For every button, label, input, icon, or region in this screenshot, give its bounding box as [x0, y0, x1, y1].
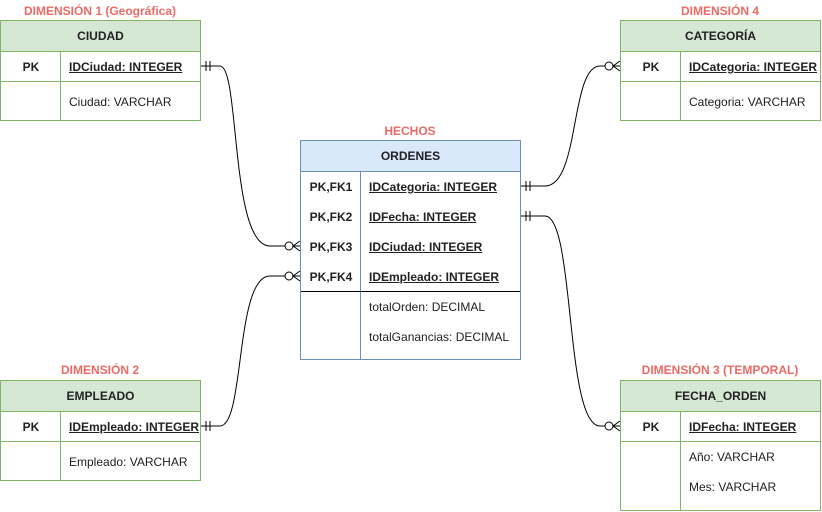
ciudad-attr-column — [1, 82, 61, 120]
ordenes-fecha-connector — [521, 215, 620, 427]
ordenes-empleado-many-mark — [292, 270, 301, 282]
empleado-ordenes-connector — [201, 275, 300, 427]
empleado-field: Empleado: VARCHAR — [69, 455, 188, 469]
fecha-zero-mark — [604, 421, 614, 431]
ciudad-pk-label: PK — [22, 60, 40, 74]
ordenes-key-label-2: PK,FK2 — [309, 210, 353, 224]
fecha-orden-key-section: PK IDFecha: INTEGER — [621, 412, 820, 442]
fecha-orden-table[interactable]: FECHA_ORDEN PK IDFecha: INTEGER Año: VAR… — [620, 380, 821, 511]
categoria-attr-section: Categoria: VARCHAR — [621, 82, 820, 120]
fecha-orden-table-header: FECHA_ORDEN — [621, 381, 820, 412]
categoria-zero-mark — [604, 61, 614, 71]
ciudad-field-row[interactable]: Ciudad: VARCHAR — [1, 87, 200, 117]
ordenes-key-field-3: IDCiudad: INTEGER — [369, 240, 483, 254]
fecha-orden-pk-label: PK — [642, 420, 660, 434]
ciudad-key-column — [1, 52, 61, 81]
ordenes-attr-section: totalOrden: DECIMAL totalGanancias: DECI… — [301, 292, 520, 359]
ordenes-key-label-4: PK,FK4 — [309, 270, 353, 284]
categoria-table[interactable]: CATEGORÍA PK IDCategoria: INTEGER Catego… — [620, 20, 821, 121]
ordenes-field-row-1[interactable]: totalOrden: DECIMAL — [301, 292, 520, 322]
ordenes-key-field-1: IDCategoria: INTEGER — [369, 180, 498, 194]
ordenes-key-section: PK,FK1 IDCategoria: INTEGER PK,FK2 IDFec… — [301, 172, 520, 292]
ciudad-table[interactable]: CIUDAD PK IDCiudad: INTEGER Ciudad: VARC… — [0, 20, 201, 121]
ordenes-fecha-relationship[interactable] — [521, 211, 621, 432]
categoria-pk-row[interactable]: PK IDCategoria: INTEGER — [621, 52, 820, 82]
ciudad-key-section: PK IDCiudad: INTEGER — [1, 52, 200, 82]
dimension-2-label: DIMENSIÓN 2 — [60, 363, 139, 377]
empleado-attr-section: Empleado: VARCHAR — [1, 442, 200, 480]
empleado-key-column — [1, 412, 61, 441]
ordenes-key-row-2[interactable]: PK,FK2 IDFecha: INTEGER — [301, 202, 520, 232]
empleado-pk-label: PK — [22, 420, 40, 434]
dimension-4-label: DIMENSIÓN 4 — [680, 4, 759, 18]
ciudad-ordenes-connector — [201, 65, 300, 247]
empleado-attr-column — [1, 442, 61, 480]
ciudad-pk-field: IDCiudad: INTEGER — [69, 60, 183, 74]
fecha-orden-key-column — [621, 412, 681, 441]
categoria-key-column — [621, 52, 681, 81]
ordenes-key-label-3: PK,FK3 — [309, 240, 353, 254]
fecha-many-mark — [612, 420, 621, 432]
ordenes-key-label-1: PK,FK1 — [309, 180, 353, 194]
ordenes-table-header: ORDENES — [301, 141, 520, 172]
empleado-pk-row[interactable]: PK IDEmpleado: INTEGER — [1, 412, 200, 442]
empleado-pk-field: IDEmpleado: INTEGER — [69, 420, 200, 434]
ciudad-attr-section: Ciudad: VARCHAR — [1, 82, 200, 120]
categoria-key-section: PK IDCategoria: INTEGER — [621, 52, 820, 82]
ordenes-key-field-4: IDEmpleado: INTEGER — [369, 270, 500, 284]
fecha-orden-attr-section: Año: VARCHAR Mes: VARCHAR — [621, 442, 820, 510]
dimension-3-label: DIMENSIÓN 3 (TEMPORAL) — [641, 363, 799, 377]
ordenes-key-row-4[interactable]: PK,FK4 IDEmpleado: INTEGER — [301, 262, 520, 292]
ordenes-key-row-1[interactable]: PK,FK1 IDCategoria: INTEGER — [301, 172, 520, 202]
ordenes-key-column — [301, 172, 361, 291]
ordenes-field-2: totalGanancias: DECIMAL — [369, 330, 510, 344]
fecha-orden-field-1: Año: VARCHAR — [689, 450, 775, 464]
ordenes-ciudad-zero-mark — [284, 241, 294, 251]
ordenes-field-row-2[interactable]: totalGanancias: DECIMAL — [301, 322, 520, 352]
facts-label: HECHOS — [384, 124, 436, 138]
categoria-attr-column — [621, 82, 681, 120]
empleado-key-section: PK IDEmpleado: INTEGER — [1, 412, 200, 442]
empleado-field-row[interactable]: Empleado: VARCHAR — [1, 447, 200, 477]
categoria-pk-field: IDCategoria: INTEGER — [689, 60, 818, 74]
ordenes-ciudad-many-mark — [292, 240, 301, 252]
fecha-orden-pk-row[interactable]: PK IDFecha: INTEGER — [621, 412, 820, 442]
categoria-field: Categoria: VARCHAR — [689, 95, 806, 109]
fecha-orden-attr-column — [621, 442, 681, 510]
ordenes-field-1: totalOrden: DECIMAL — [369, 300, 486, 314]
ordenes-key-row-3[interactable]: PK,FK3 IDCiudad: INTEGER — [301, 232, 520, 262]
categoria-many-mark — [612, 60, 621, 72]
ordenes-empleado-zero-mark — [284, 271, 294, 281]
empleado-ordenes-relationship[interactable] — [201, 270, 301, 431]
categoria-table-header: CATEGORÍA — [621, 21, 820, 52]
ciudad-table-header: CIUDAD — [1, 21, 200, 52]
ordenes-categoria-relationship[interactable] — [521, 60, 621, 191]
dimension-1-label: DIMENSIÓN 1 (Geográfica) — [23, 4, 177, 18]
ciudad-pk-row[interactable]: PK IDCiudad: INTEGER — [1, 52, 200, 82]
categoria-pk-label: PK — [642, 60, 660, 74]
ordenes-attr-column — [301, 292, 361, 359]
fecha-orden-field-row-2[interactable]: Mes: VARCHAR — [621, 472, 820, 502]
ordenes-table[interactable]: ORDENES PK,FK1 IDCategoria: INTEGER PK,F… — [300, 140, 521, 360]
empleado-table[interactable]: EMPLEADO PK IDEmpleado: INTEGER Empleado… — [0, 380, 201, 481]
ciudad-field: Ciudad: VARCHAR — [69, 95, 172, 109]
ciudad-ordenes-relationship[interactable] — [201, 61, 301, 252]
empleado-table-header: EMPLEADO — [1, 381, 200, 412]
categoria-field-row[interactable]: Categoria: VARCHAR — [621, 87, 820, 117]
fecha-orden-field-2: Mes: VARCHAR — [689, 480, 777, 494]
ordenes-key-field-2: IDFecha: INTEGER — [369, 210, 477, 224]
fecha-orden-pk-field: IDFecha: INTEGER — [689, 420, 797, 434]
fecha-orden-field-row-1[interactable]: Año: VARCHAR — [621, 442, 820, 472]
ordenes-categoria-connector — [521, 65, 620, 187]
